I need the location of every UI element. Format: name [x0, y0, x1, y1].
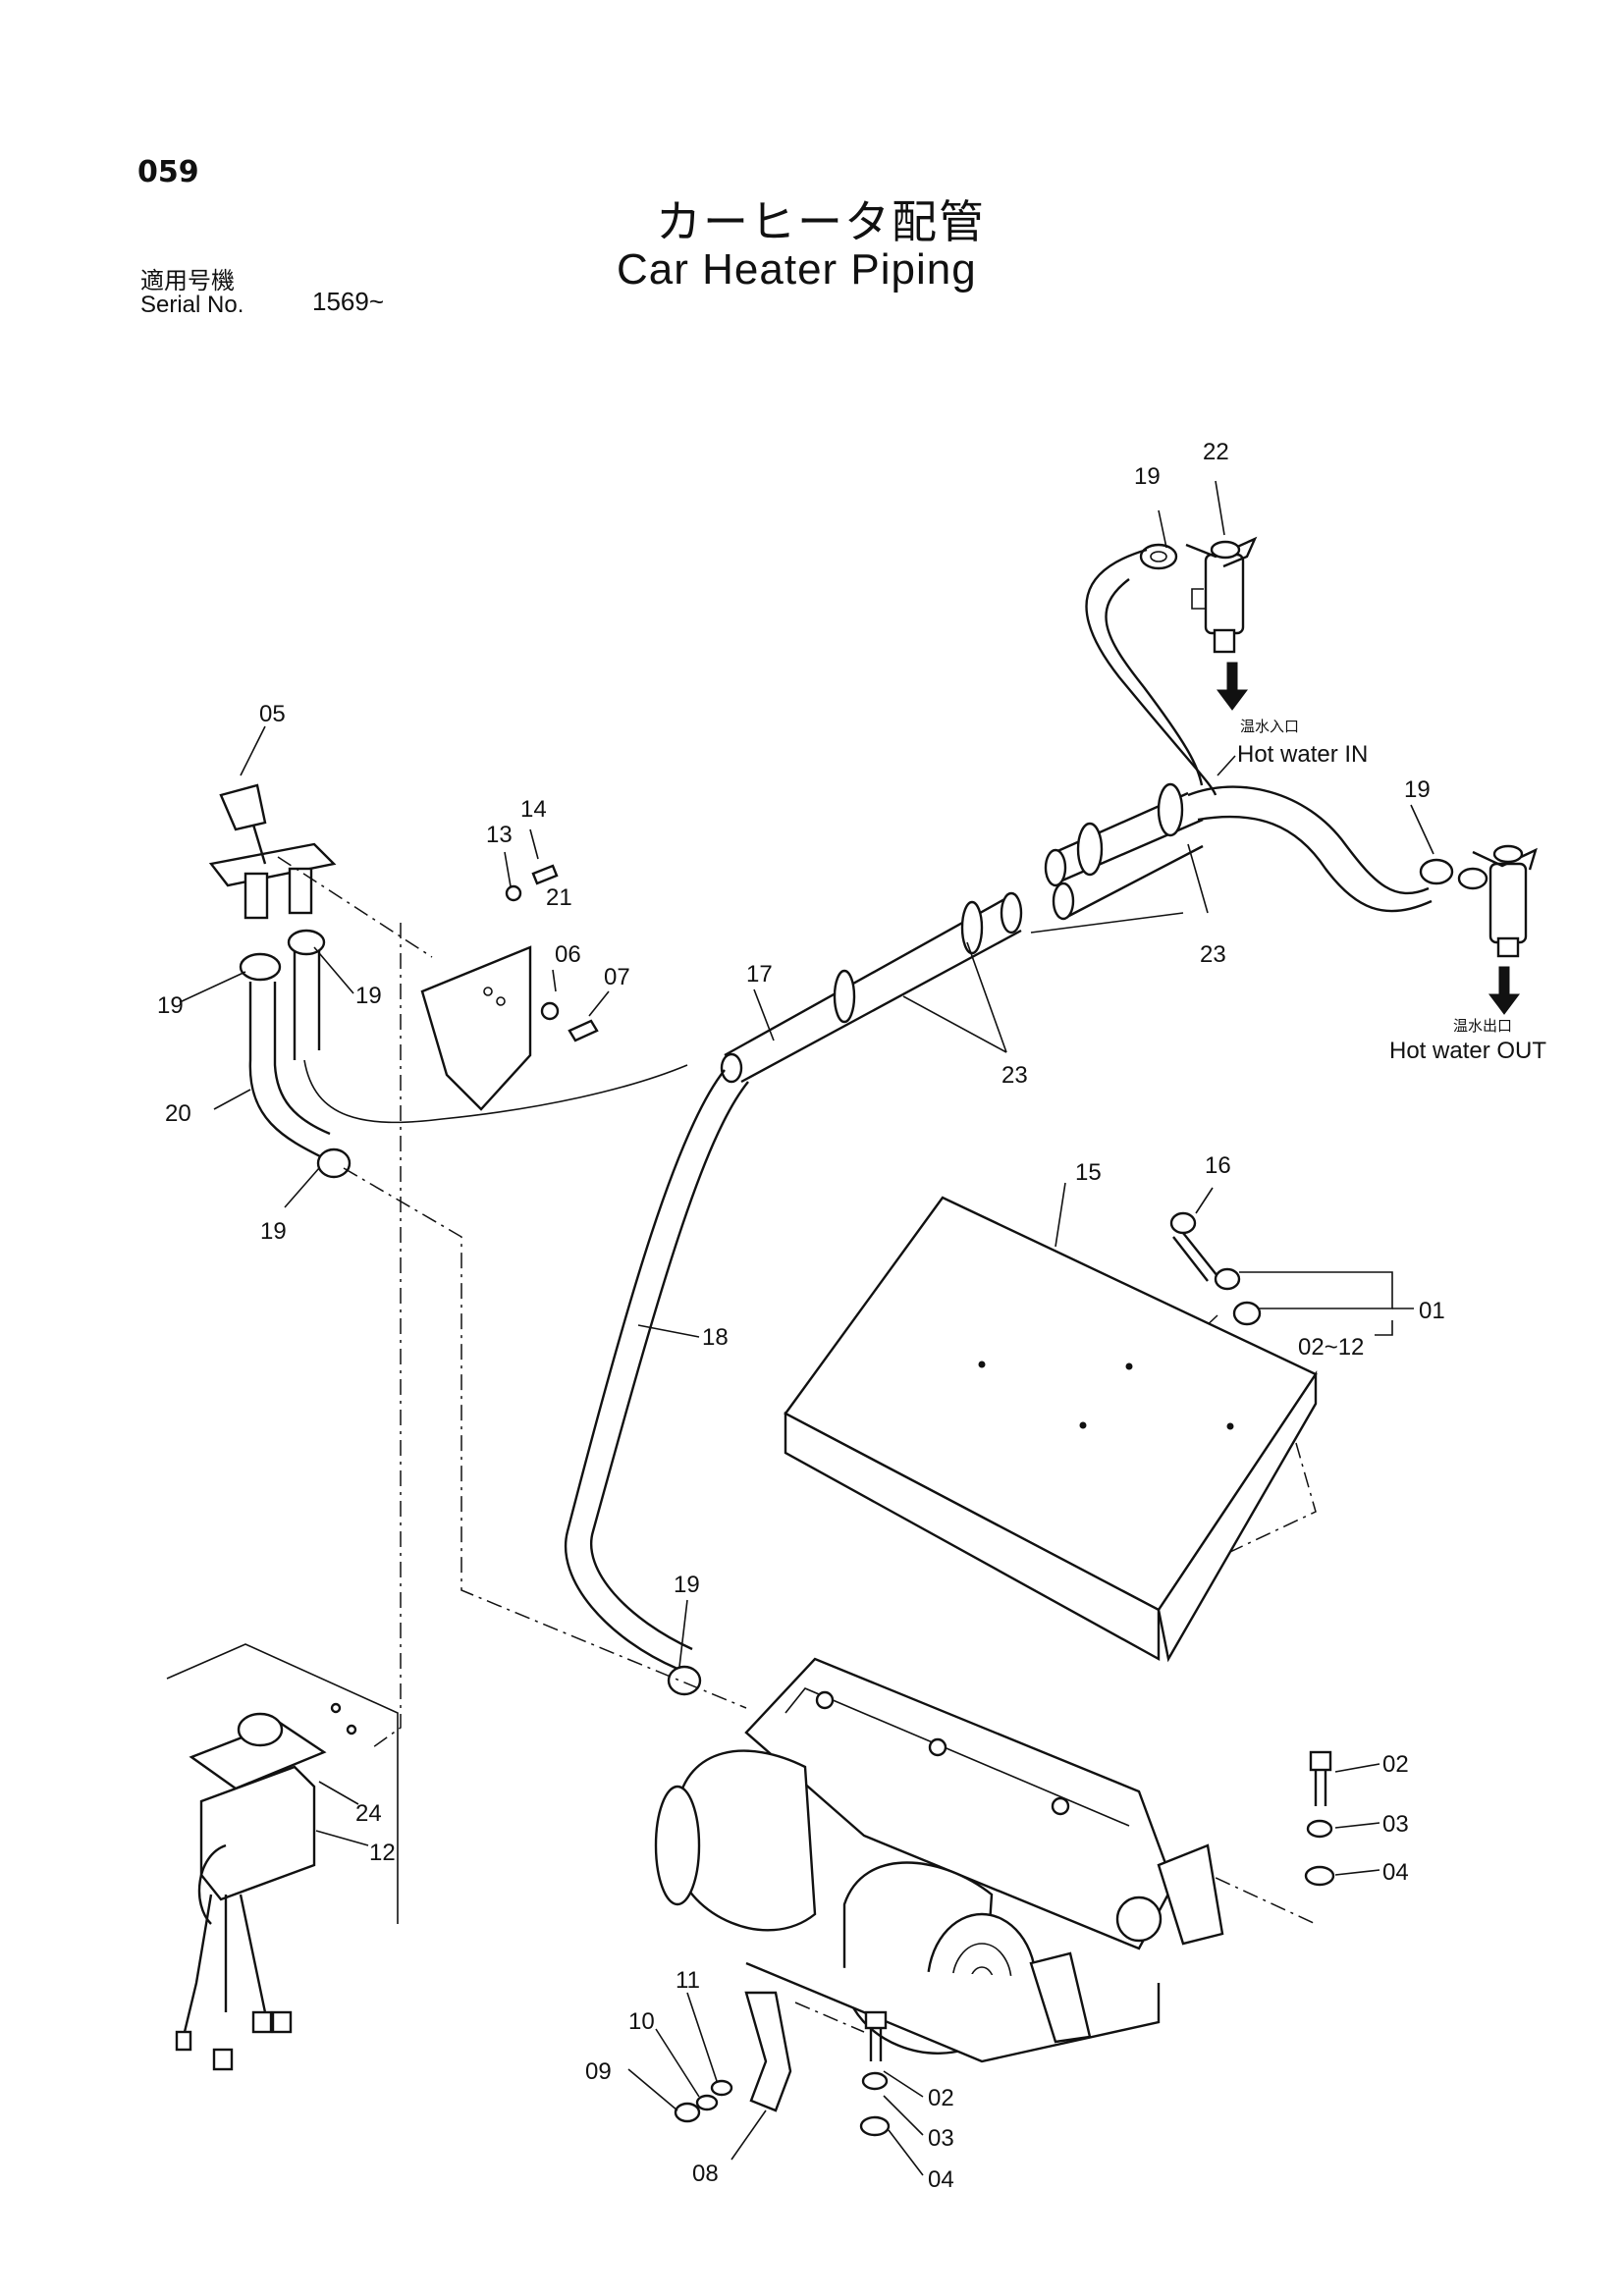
- callout-20: 20: [165, 1100, 191, 1127]
- callout-10: 10: [628, 2008, 655, 2035]
- hot-water-in-label: Hot water IN: [1237, 741, 1368, 768]
- serial-label: 適用号機 Serial No.: [140, 270, 243, 317]
- callout-09: 09: [585, 2058, 612, 2085]
- hose-clamp-lower: [667, 1665, 702, 1696]
- callout-18: 18: [702, 1324, 729, 1351]
- hot-water-outlet-valve: [1472, 844, 1538, 958]
- outlet-hose-clamp: [1419, 858, 1488, 890]
- washer-13: [505, 884, 522, 902]
- heater-control-valve: [208, 783, 337, 920]
- hot-water-out-label: Hot water OUT: [1389, 1038, 1546, 1064]
- page-title-jp: カーヒータ配管: [656, 195, 986, 248]
- callout-16: 16: [1205, 1152, 1231, 1179]
- heater-unit: [654, 1657, 1224, 2063]
- callout-05: 05: [259, 701, 286, 727]
- callout-19-b: 19: [355, 983, 382, 1009]
- callout-03-b: 03: [928, 2125, 954, 2152]
- washer-10: [695, 2094, 719, 2111]
- callout-19-c: 19: [260, 1218, 287, 1245]
- washer-03-upper: [1306, 1819, 1333, 1839]
- callout-02-12: 02~12: [1298, 1334, 1364, 1361]
- callout-19-d: 19: [1134, 463, 1161, 490]
- callout-04-a: 04: [1382, 1859, 1409, 1886]
- heater-cover-panel: [784, 1196, 1318, 1663]
- callout-23-a: 23: [1001, 1062, 1028, 1089]
- heater-hose-18: [565, 1069, 726, 1671]
- callout-15: 15: [1075, 1159, 1102, 1186]
- bolt-02-upper: [1309, 1750, 1332, 1806]
- serial-value: 1569~: [312, 287, 385, 316]
- callout-19-f: 19: [674, 1572, 700, 1598]
- hot-water-in-arrow: [1217, 662, 1248, 711]
- page-number: 059: [137, 155, 199, 189]
- callout-07: 07: [604, 964, 630, 990]
- heater-hose-20: [248, 982, 325, 1160]
- callout-01: 01: [1419, 1298, 1445, 1324]
- callout-23-b: 23: [1200, 941, 1226, 968]
- washer-03-lower: [861, 2071, 889, 2091]
- callout-19-a: 19: [157, 992, 184, 1019]
- heater-hose-17: [720, 891, 1023, 1084]
- washer-04-upper: [1304, 1865, 1335, 1887]
- callout-06: 06: [555, 941, 581, 968]
- washer-06: [540, 1001, 560, 1021]
- callout-04-b: 04: [928, 2166, 954, 2193]
- callout-11: 11: [676, 1967, 700, 1994]
- hot-water-out-label-jp: 温水出口: [1453, 1018, 1512, 1035]
- inlet-hose: [1085, 548, 1217, 796]
- outlet-hose: [1187, 785, 1430, 895]
- callout-03-a: 03: [1382, 1811, 1409, 1838]
- washer-11: [710, 2079, 733, 2097]
- callout-02-b: 02: [928, 2085, 954, 2111]
- washer-04-lower: [859, 2115, 891, 2137]
- hot-water-in-label-jp: 温水入口: [1240, 719, 1299, 735]
- callout-12: 12: [369, 1840, 396, 1866]
- bolt-14: [531, 864, 559, 885]
- callout-17: 17: [746, 961, 773, 988]
- bolt-02-lower: [864, 2010, 888, 2061]
- callout-08: 08: [692, 2161, 719, 2187]
- callout-19-e: 19: [1404, 776, 1431, 803]
- hot-water-inlet-valve: [1185, 536, 1258, 654]
- fan-switch-assembly: [166, 1643, 399, 2071]
- serial-label-en: Serial No.: [140, 292, 244, 318]
- callout-24: 24: [355, 1800, 382, 1827]
- callout-21: 21: [546, 884, 572, 911]
- bolt-16: [1169, 1211, 1262, 1326]
- callout-leaders: [179, 480, 1434, 2176]
- inlet-hose-clamp: [1139, 543, 1178, 570]
- page-title-en: Car Heater Piping: [617, 245, 977, 294]
- callout-13: 13: [486, 822, 513, 848]
- callout-14: 14: [520, 796, 547, 823]
- mount-bracket-08: [744, 1991, 792, 2112]
- callout-22: 22: [1203, 439, 1229, 465]
- serial-label-jp: 適用号機: [140, 268, 235, 294]
- valve-bracket: [420, 945, 532, 1111]
- nut-09: [674, 2102, 701, 2123]
- hot-water-out-arrow: [1488, 966, 1520, 1015]
- callout-02-a: 02: [1382, 1751, 1409, 1778]
- hose-bundle-upper: [1044, 782, 1204, 921]
- bolt-07: [568, 1019, 599, 1042]
